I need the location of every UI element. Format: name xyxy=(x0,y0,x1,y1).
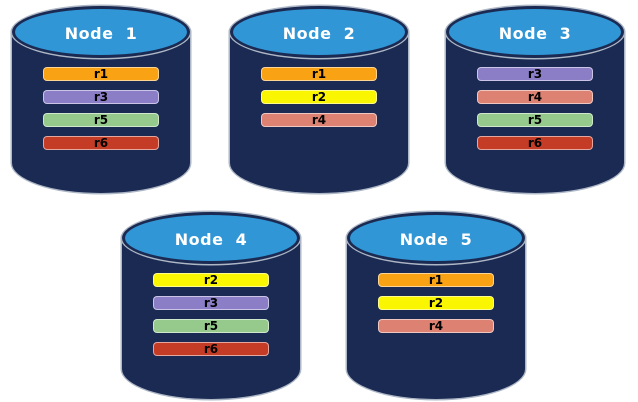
db-node-cylinder: Node 4 r2 r3 r5 r6 xyxy=(122,212,300,399)
db-node-cylinder: Node 1 r1 r3 r5 r6 xyxy=(12,6,190,193)
replica-bar-r6: r6 xyxy=(477,136,593,150)
cylinder-body xyxy=(347,238,525,399)
cylinder-top-ellipse: Node 2 xyxy=(230,6,408,58)
cylinder-top-ellipse: Node 1 xyxy=(12,6,190,58)
cylinder-body xyxy=(122,238,300,399)
replica-bar-r3: r3 xyxy=(477,67,593,81)
replica-list: r3 r4 r5 r6 xyxy=(477,67,593,150)
replica-bar-r4: r4 xyxy=(261,113,377,127)
replica-bar-r1: r1 xyxy=(378,273,494,287)
db-node-cylinder: Node 3 r3 r4 r5 r6 xyxy=(446,6,624,193)
db-node-cylinder: Node 5 r1 r2 r4 xyxy=(347,212,525,399)
replica-label: r6 xyxy=(527,136,543,150)
replica-label: r6 xyxy=(203,342,219,356)
replica-list: r1 r2 r4 xyxy=(378,273,494,333)
replica-bar-r4: r4 xyxy=(477,90,593,104)
node-label: Node 1 xyxy=(64,23,138,43)
replica-label: r1 xyxy=(93,67,109,81)
replica-bar-r6: r6 xyxy=(153,342,269,356)
replica-bar-r3: r3 xyxy=(153,296,269,310)
replica-list: r1 r3 r5 r6 xyxy=(43,67,159,150)
node-label: Node 5 xyxy=(399,229,473,249)
node-label: Node 4 xyxy=(174,229,248,249)
replica-label: r2 xyxy=(311,90,327,104)
cylinder-top-ellipse: Node 4 xyxy=(122,212,300,264)
replica-label: r3 xyxy=(527,67,543,81)
replica-label: r5 xyxy=(203,319,219,333)
replica-label: r5 xyxy=(93,113,109,127)
replica-label: r1 xyxy=(428,273,444,287)
cylinder-top-ellipse: Node 5 xyxy=(347,212,525,264)
replica-list: r2 r3 r5 r6 xyxy=(153,273,269,356)
replica-bar-r5: r5 xyxy=(43,113,159,127)
node-label: Node 3 xyxy=(498,23,572,43)
replica-label: r1 xyxy=(311,67,327,81)
replica-label: r4 xyxy=(311,113,327,127)
replica-label: r3 xyxy=(93,90,109,104)
cylinder-body xyxy=(230,32,408,193)
replica-label: r2 xyxy=(428,296,444,310)
cylinder-body xyxy=(12,32,190,193)
replica-bar-r1: r1 xyxy=(43,67,159,81)
replica-bar-r2: r2 xyxy=(378,296,494,310)
replica-label: r5 xyxy=(527,113,543,127)
replica-label: r4 xyxy=(527,90,543,104)
db-node-cylinder: Node 2 r1 r2 r4 xyxy=(230,6,408,193)
replica-bar-r4: r4 xyxy=(378,319,494,333)
cylinder-top-ellipse: Node 3 xyxy=(446,6,624,58)
cylinder-body xyxy=(446,32,624,193)
replica-bar-r5: r5 xyxy=(153,319,269,333)
replica-bar-r5: r5 xyxy=(477,113,593,127)
replica-label: r6 xyxy=(93,136,109,150)
replica-bar-r1: r1 xyxy=(261,67,377,81)
replica-bar-r6: r6 xyxy=(43,136,159,150)
replica-label: r4 xyxy=(428,319,444,333)
replica-bar-r2: r2 xyxy=(153,273,269,287)
replica-bar-r2: r2 xyxy=(261,90,377,104)
node-label: Node 2 xyxy=(282,23,356,43)
replica-list: r1 r2 r4 xyxy=(261,67,377,127)
replica-label: r3 xyxy=(203,296,219,310)
replica-bar-r3: r3 xyxy=(43,90,159,104)
replica-label: r2 xyxy=(203,273,219,287)
